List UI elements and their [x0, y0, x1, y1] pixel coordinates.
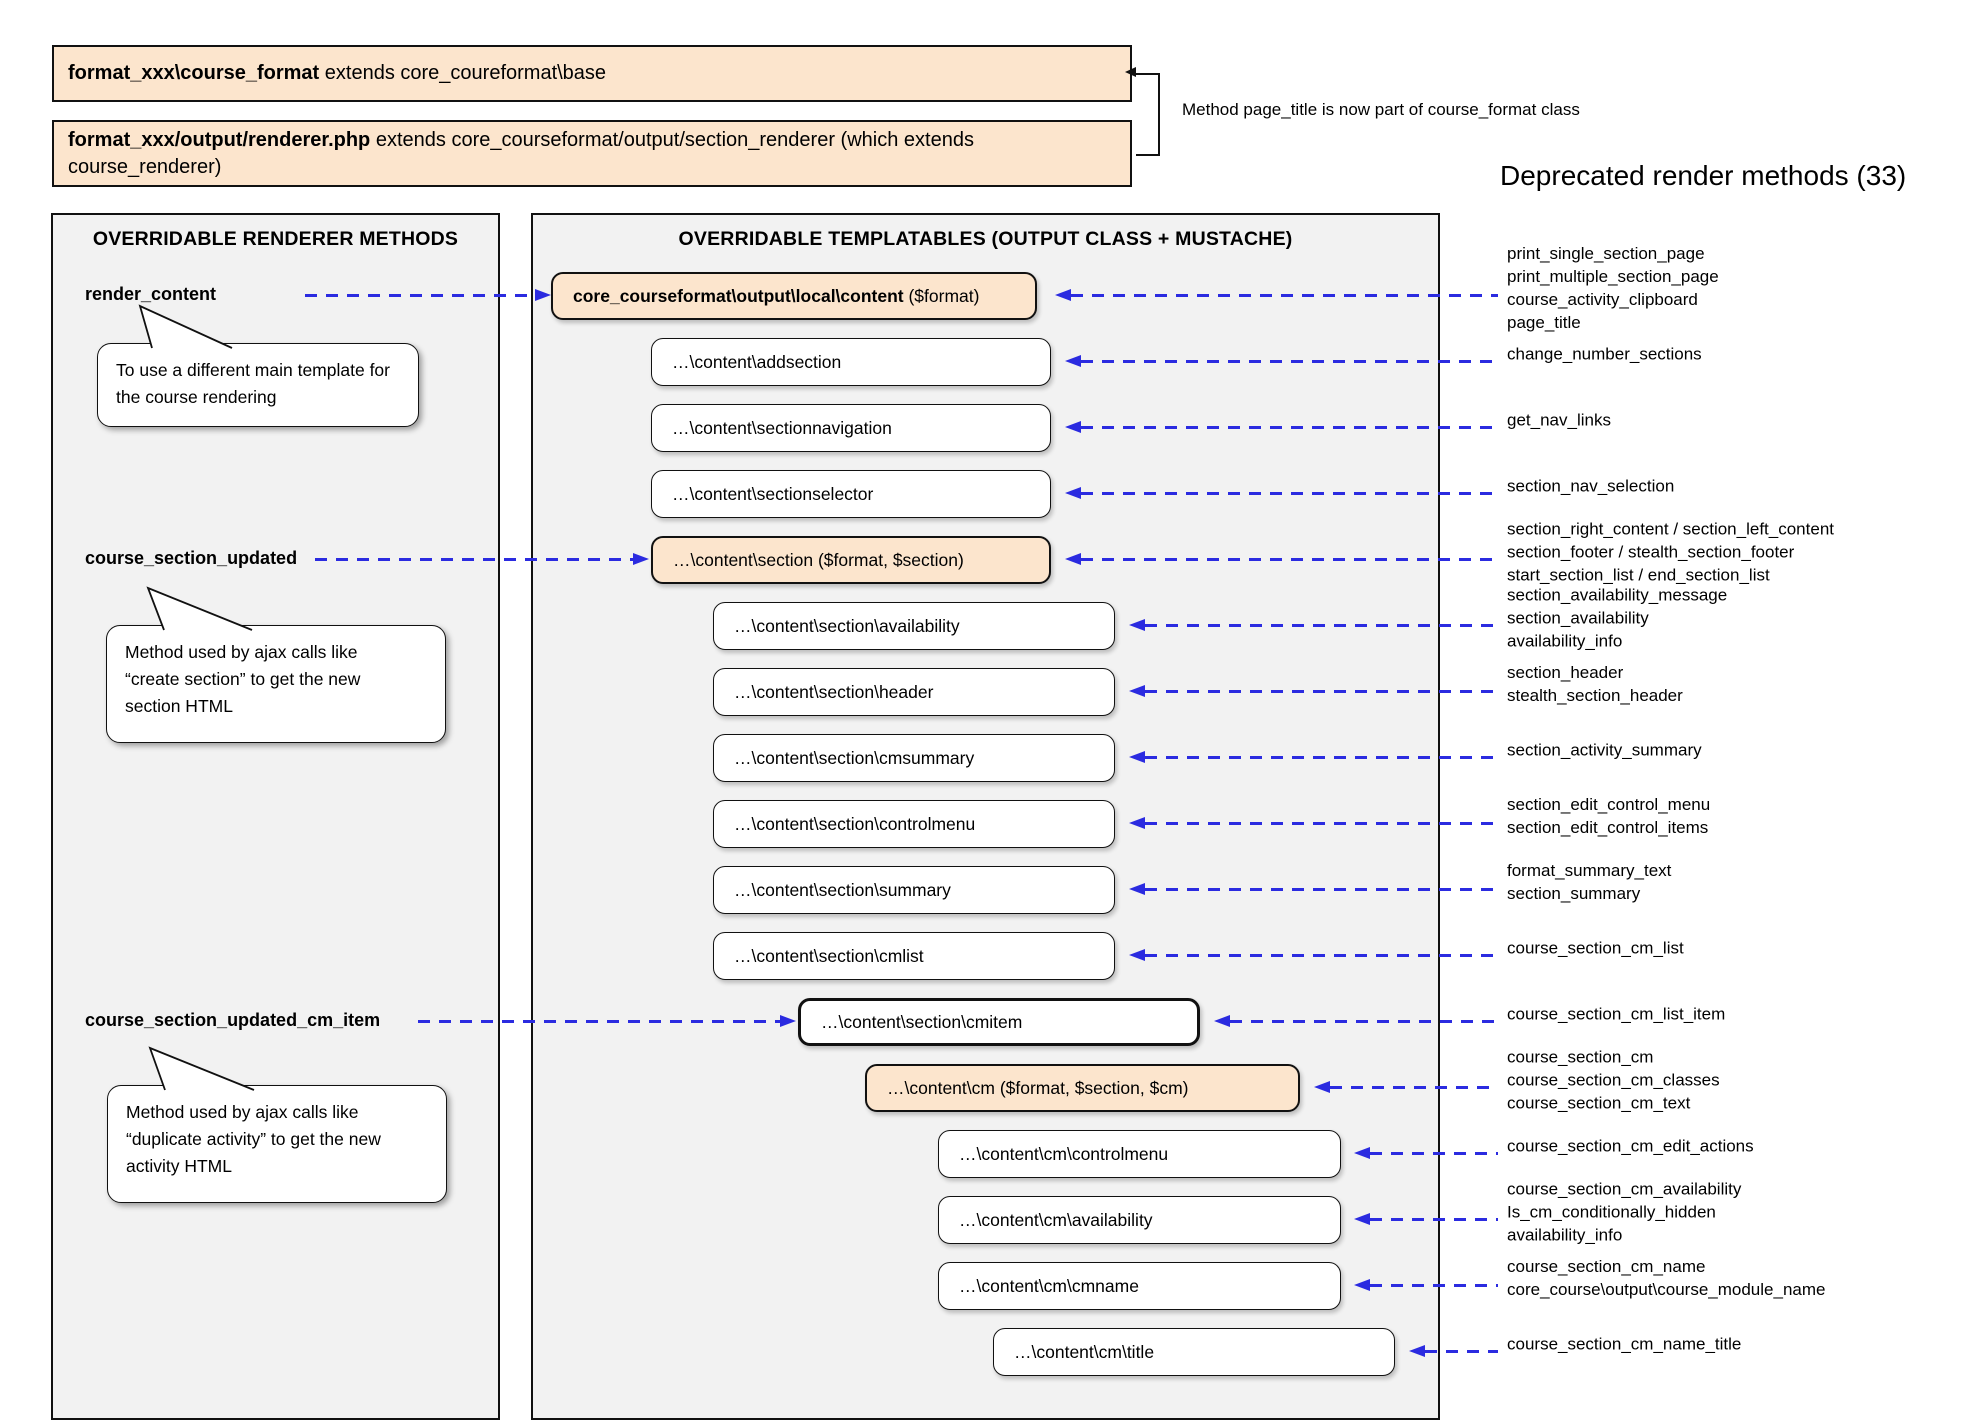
arrow-course-section-updated-cm-item: [418, 1015, 796, 1027]
class-extends: extends core_courseformat/output/section…: [68, 128, 974, 178]
templatable-box-section-summary: …\content\section\summary: [713, 866, 1115, 914]
templatable-box-addsection: …\content\addsection: [651, 338, 1051, 386]
class-name: format_xxx\course_format: [68, 62, 320, 84]
deprecated-group-sectionselector: section_nav_selection: [1507, 476, 1675, 496]
deprecated-group-section-cmitem: course_section_cm_list_item: [1507, 1004, 1726, 1024]
arrow-deprecated-section-cmlist: [1129, 949, 1498, 961]
templatable-box-section: …\content\section ($format, $section): [651, 536, 1051, 584]
deprecated-group-section-header: section_header stealth_section_header: [1507, 663, 1683, 705]
class-box-course-format: format_xxx\course_format extends core_co…: [52, 45, 1132, 102]
deprecated-group-cm-title: course_section_cm_name_title: [1507, 1334, 1742, 1354]
arrow-deprecated-cm: [1314, 1081, 1498, 1093]
class-extends: extends core_coureformat\base: [319, 62, 607, 84]
deprecated-group-section-summary: format_summary_text section_summary: [1507, 861, 1672, 903]
deprecated-group-cm-cmname: course_section_cm_name core_course\outpu…: [1507, 1257, 1826, 1299]
method-render-content: render_content: [85, 284, 217, 304]
left-panel-title: OVERRIDABLE RENDERER METHODS: [92, 228, 459, 250]
note-bubble-course-section-updated-cm-item: Method used by ajax calls like “duplicat…: [107, 1085, 447, 1203]
deprecated-group-section-availability: section_availability_message section_ava…: [1507, 585, 1728, 651]
arrow-deprecated-section-summary: [1129, 883, 1498, 895]
templatable-box-section-controlmenu: …\content\section\controlmenu: [713, 800, 1115, 848]
arrow-deprecated-sectionselector: [1065, 487, 1498, 499]
middle-panel-title: OVERRIDABLE TEMPLATABLES (OUTPUT CLASS +…: [678, 228, 1293, 250]
deprecated-group-content: print_single_section_page print_multiple…: [1507, 244, 1719, 332]
templatable-box-section-availability: …\content\section\availability: [713, 602, 1115, 650]
arrow-deprecated-addsection: [1065, 355, 1498, 367]
deprecated-methods-title: Deprecated render methods (33): [1500, 160, 1907, 191]
arrow-deprecated-section-cmsummary: [1129, 751, 1498, 763]
bracket-connector: [1136, 73, 1160, 156]
arrow-deprecated-content: [1055, 289, 1498, 301]
deprecated-group-section-cmsummary: section_activity_summary: [1507, 740, 1702, 760]
method-course-section-updated: course_section_updated: [85, 548, 298, 568]
arrow-deprecated-section: [1065, 553, 1498, 565]
arrow-deprecated-section-controlmenu: [1129, 817, 1498, 829]
method-course-section-updated-cm-item: course_section_updated_cm_item: [85, 1010, 381, 1030]
arrow-deprecated-cm-cmname: [1354, 1279, 1498, 1291]
deprecated-group-sectionnavigation: get_nav_links: [1507, 410, 1611, 430]
templatable-box-cm-controlmenu: …\content\cm\controlmenu: [938, 1130, 1341, 1178]
arrow-deprecated-section-cmitem: [1214, 1015, 1498, 1027]
arrow-deprecated-section-header: [1129, 685, 1498, 697]
templatable-box-sectionnavigation: …\content\sectionnavigation: [651, 404, 1051, 452]
arrow-course-section-updated: [315, 553, 649, 565]
arrow-deprecated-cm-availability: [1354, 1213, 1498, 1225]
templatable-box-cm-availability: …\content\cm\availability: [938, 1196, 1341, 1244]
deprecated-group-section-controlmenu: section_edit_control_menu section_edit_c…: [1507, 795, 1711, 837]
templatable-box-section-header: …\content\section\header: [713, 668, 1115, 716]
arrow-deprecated-cm-title: [1409, 1345, 1498, 1357]
templatable-box-content: core_courseformat\output\local\content (…: [551, 272, 1037, 320]
arrow-deprecated-section-availability: [1129, 619, 1498, 631]
arrow-deprecated-cm-controlmenu: [1354, 1147, 1498, 1159]
templatable-box-cm-cmname: …\content\cm\cmname: [938, 1262, 1341, 1310]
note-bubble-render-content: To use a different main template for the…: [97, 343, 419, 427]
deprecated-group-cm: course_section_cm course_section_cm_clas…: [1507, 1047, 1720, 1113]
note-bubble-course-section-updated: Method used by ajax calls like “create s…: [106, 625, 446, 743]
deprecated-group-cm-availability: course_section_cm_availability Is_cm_con…: [1507, 1179, 1742, 1245]
templatable-box-section-cmitem: …\content\section\cmitem: [798, 998, 1200, 1046]
bracket-arrowhead-icon: [1125, 67, 1136, 77]
class-box-renderer: format_xxx/output/renderer.php extends c…: [52, 120, 1132, 187]
templatable-box-section-cmsummary: …\content\section\cmsummary: [713, 734, 1115, 782]
templatable-box-sectionselector: …\content\sectionselector: [651, 470, 1051, 518]
templatable-box-cm: …\content\cm ($format, $section, $cm): [865, 1064, 1300, 1112]
deprecated-group-section-cmlist: course_section_cm_list: [1507, 938, 1684, 958]
class-name: format_xxx/output/renderer.php: [68, 128, 371, 151]
deprecated-group-cm-controlmenu: course_section_cm_edit_actions: [1507, 1136, 1754, 1156]
templatable-box-section-cmlist: …\content\section\cmlist: [713, 932, 1115, 980]
page-title-note: Method page_title is now part of course_…: [1182, 100, 1580, 119]
templatable-box-cm-title: …\content\cm\title: [993, 1328, 1395, 1376]
deprecated-group-addsection: change_number_sections: [1507, 344, 1702, 364]
deprecated-group-section: section_right_content / section_left_con…: [1507, 519, 1834, 585]
arrow-render-content: [305, 289, 551, 301]
arrow-deprecated-sectionnavigation: [1065, 421, 1498, 433]
